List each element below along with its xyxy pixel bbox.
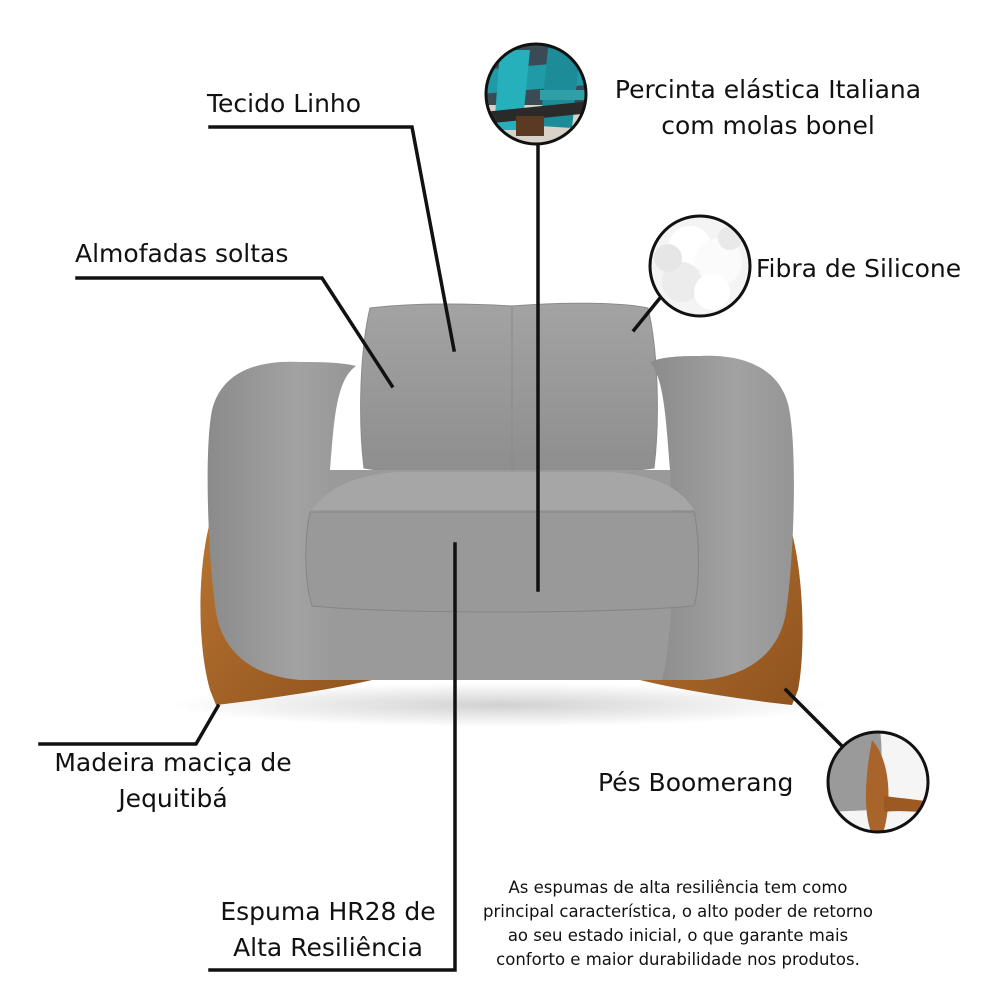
boomerang-detail-image (826, 730, 930, 834)
line-espuma (208, 542, 457, 972)
right-wooden-foot (640, 520, 803, 705)
label-tecido-linho: Tecido Linho (207, 89, 362, 118)
foam-description-note: As espumas de alta resiliência tem como … (458, 876, 898, 972)
percinta-detail-image (484, 42, 588, 146)
label-percinta: Percinta elástica Italiana com molas bon… (596, 72, 940, 144)
label-espuma: Espuma HR28 de Alta Resiliência (200, 894, 456, 966)
callout-lines (38, 125, 845, 972)
back-cushion-left (360, 303, 515, 475)
line-almofadas (75, 276, 395, 389)
note-line-2: principal característica, o alto poder d… (483, 902, 873, 921)
label-madeira-line2: Jequitibá (118, 784, 228, 813)
note-line-1: As espumas de alta resiliência tem como (508, 878, 848, 897)
line-madeira (38, 703, 221, 746)
fibra-detail-image (648, 214, 752, 318)
seat-cushion-top (312, 472, 694, 510)
label-espuma-line1: Espuma HR28 de (220, 897, 436, 926)
line-fibra (631, 295, 663, 333)
label-almofadas-soltas: Almofadas soltas (75, 239, 289, 268)
floor-shadow (170, 683, 830, 727)
note-line-4: conforto e maior durabilidade nos produt… (496, 950, 860, 969)
label-madeira: Madeira maciça de Jequitibá (28, 745, 318, 817)
label-espuma-line2: Alta Resiliência (233, 933, 423, 962)
label-madeira-line1: Madeira maciça de (54, 748, 292, 777)
line-tecido (208, 125, 457, 353)
note-line-3: ao seu estado inicial, o que garante mai… (507, 926, 849, 945)
label-percinta-line2: com molas bonel (661, 111, 875, 140)
line-pes (783, 687, 845, 749)
label-fibra-de-silicone: Fibra de Silicone (756, 254, 962, 283)
seat-cushion-front (305, 511, 699, 613)
label-percinta-line1: Percinta elástica Italiana (614, 75, 922, 104)
label-pes-boomerang: Pés Boomerang (598, 768, 794, 797)
